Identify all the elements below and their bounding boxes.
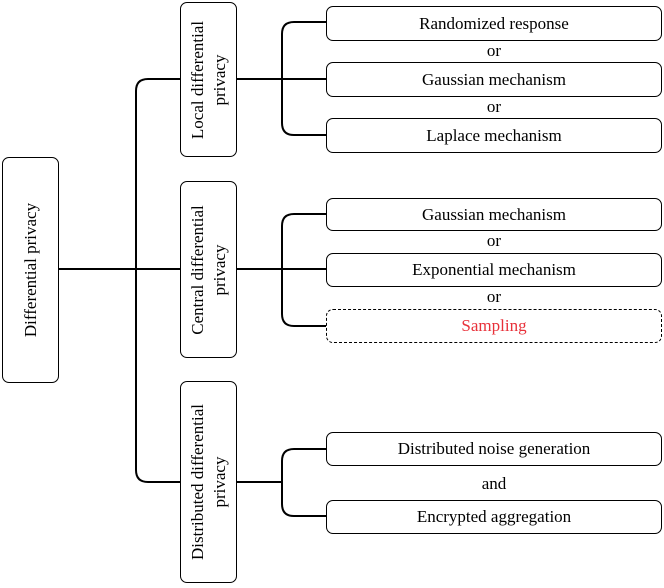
root-box: Differential privacy [2, 157, 59, 383]
branch-central-label: Central differential privacy [187, 205, 231, 335]
distributed-method-encrypted-aggregation: Encrypted aggregation [326, 500, 662, 534]
branch-central-line-2: privacy [209, 244, 229, 295]
central-connector-or-2: or [486, 287, 502, 306]
distributed-connector-and: and [481, 474, 507, 493]
central-method-exponential: Exponential mechanism [326, 253, 662, 287]
trunk-line [135, 78, 180, 483]
branch-local-label: Local differential privacy [187, 20, 231, 138]
branch-distributed-line-2: privacy [209, 456, 229, 508]
local-connector-or-1: or [486, 41, 502, 60]
branch-central-line-1: Central differential [187, 204, 207, 335]
local-connector-or-2: or [486, 97, 502, 116]
local-method-laplace: Laplace mechanism [326, 118, 662, 153]
local-method-gaussian: Gaussian mechanism [326, 62, 662, 97]
branch-local-box: Local differential privacy [180, 2, 237, 157]
central-connector-or-1: or [486, 231, 502, 250]
branch-distributed-label: Distributed differential privacy [187, 404, 231, 560]
branch-local-line-2: privacy [209, 54, 229, 105]
branch-distributed-line-1: Distributed differential [187, 404, 207, 560]
branch-central-box: Central differential privacy [180, 181, 237, 358]
local-method-randomized-response: Randomized response [326, 6, 662, 41]
distributed-method-noise-generation: Distributed noise generation [326, 432, 662, 466]
branch-distributed-box: Distributed differential privacy [180, 381, 237, 583]
branch-local-line-1: Local differential [187, 20, 207, 139]
distributed-bracket [281, 448, 326, 517]
root-label: Differential privacy [20, 202, 40, 338]
central-method-sampling: Sampling [326, 309, 662, 343]
central-method-gaussian: Gaussian mechanism [326, 198, 662, 231]
